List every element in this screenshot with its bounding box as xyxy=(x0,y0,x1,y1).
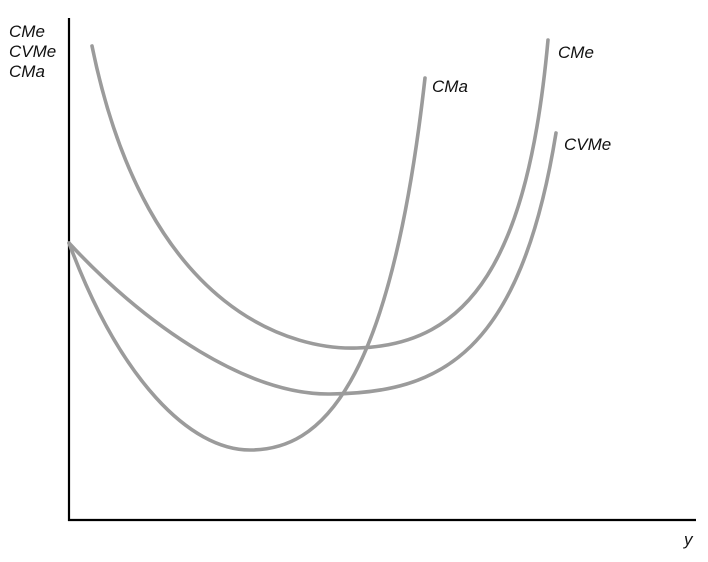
y-axis-label-line-3: CMa xyxy=(9,62,45,81)
cme-curve xyxy=(90,38,550,350)
cme-curve-label: CMe xyxy=(558,43,594,62)
y-axis-label-line-2: CVMe xyxy=(9,42,56,61)
cvme-curve-label: CVMe xyxy=(564,135,611,154)
cma-curve xyxy=(67,76,427,452)
cvme-curve xyxy=(67,131,558,396)
x-axis-label: y xyxy=(683,530,694,549)
y-axis-label-line-1: CMe xyxy=(9,22,45,41)
cma-curve-label: CMa xyxy=(432,77,468,96)
